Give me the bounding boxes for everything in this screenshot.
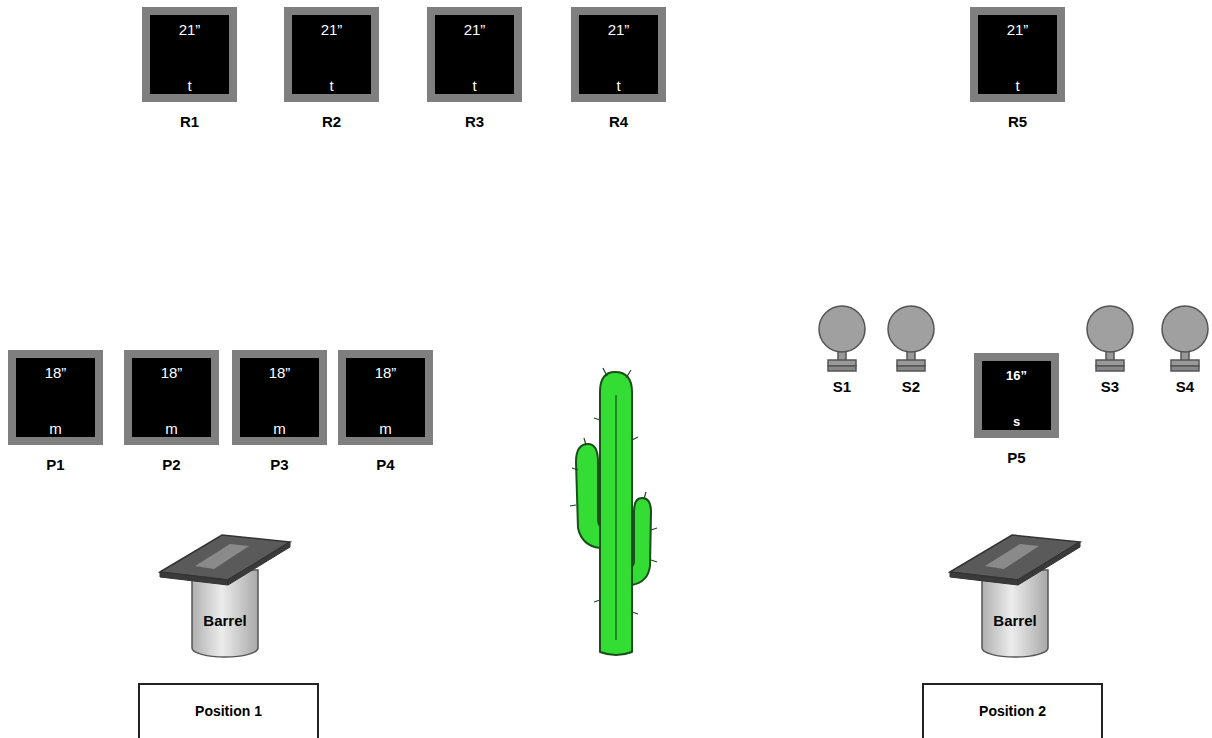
target-id: R3 (465, 113, 484, 130)
target-size: 21” (179, 21, 201, 38)
barrel-prop: Barrel (155, 530, 295, 665)
target-id: R5 (1008, 113, 1027, 130)
steel-target: S3 (1083, 300, 1138, 400)
position-box: Position 2 (922, 683, 1103, 738)
target-size: 18” (161, 364, 183, 381)
paper-target: 16”sP5 (974, 353, 1059, 438)
steel-target: S1 (815, 300, 870, 400)
target-id: P5 (1007, 449, 1025, 466)
position-label: Position 1 (195, 703, 262, 719)
steel-plate (819, 306, 865, 352)
cactus-left-arm (576, 444, 600, 548)
target-class: m (273, 420, 286, 437)
position-box: Position 1 (138, 683, 319, 738)
steel-base (897, 360, 925, 366)
barrel-prop: Barrel (945, 530, 1085, 665)
target-id: S4 (1176, 378, 1194, 395)
steel-base (1171, 360, 1199, 366)
target-class: s (1013, 413, 1020, 430)
paper-target: 18”mP2 (124, 350, 219, 445)
barrel-lid-board (985, 544, 1039, 569)
target-id: S2 (902, 378, 920, 395)
steel-plate (888, 306, 934, 352)
cactus-right-arm (632, 498, 651, 585)
target-id: S3 (1101, 378, 1119, 395)
target-id: P3 (270, 456, 288, 473)
target-class: t (616, 77, 620, 94)
target-class: t (1015, 77, 1019, 94)
paper-target: 21”tR5 (970, 7, 1065, 102)
target-class: m (379, 420, 392, 437)
target-id: P2 (162, 456, 180, 473)
paper-target: 21”tR4 (571, 7, 666, 102)
barrel-symbol (155, 530, 295, 665)
target-size: 21” (464, 21, 486, 38)
target-class: m (165, 420, 178, 437)
target-size: 21” (608, 21, 630, 38)
steel-plate (1087, 306, 1133, 352)
target-id: P1 (46, 456, 64, 473)
steel-base (828, 360, 856, 366)
target-class: t (472, 77, 476, 94)
target-id: S1 (833, 378, 851, 395)
steel-base (828, 366, 856, 371)
target-size: 21” (321, 21, 343, 38)
target-class: m (49, 420, 62, 437)
paper-target: 18”mP3 (232, 350, 327, 445)
steel-base (1096, 360, 1124, 366)
steel-base (1096, 366, 1124, 371)
target-size: 18” (45, 364, 67, 381)
target-id: P4 (376, 456, 394, 473)
target-size: 18” (269, 364, 291, 381)
steel-target: S4 (1158, 300, 1210, 400)
target-size: 21” (1007, 21, 1029, 38)
barrel-lid-board (195, 544, 249, 569)
barrel-symbol (945, 530, 1085, 665)
paper-target: 18”mP1 (8, 350, 103, 445)
barrel-label: Barrel (993, 612, 1036, 629)
steel-base (1171, 366, 1199, 371)
paper-target: 18”mP4 (338, 350, 433, 445)
target-class: t (187, 77, 191, 94)
cactus (570, 368, 657, 655)
cactus-trunk (600, 372, 632, 655)
steel-target: S2 (884, 300, 939, 400)
target-id: R4 (609, 113, 628, 130)
barrel-lid-edge (950, 542, 1080, 585)
target-id: R1 (180, 113, 199, 130)
target-class: t (329, 77, 333, 94)
steel-plate (1162, 306, 1208, 352)
paper-target: 21”tR3 (427, 7, 522, 102)
target-size: 18” (375, 364, 397, 381)
target-size: 16” (1006, 367, 1027, 384)
position-label: Position 2 (979, 703, 1046, 719)
barrel-lid-edge (160, 542, 290, 585)
target-id: R2 (322, 113, 341, 130)
steel-base (897, 366, 925, 371)
paper-target: 21”tR2 (284, 7, 379, 102)
paper-target: 21”tR1 (142, 7, 237, 102)
barrel-label: Barrel (203, 612, 246, 629)
